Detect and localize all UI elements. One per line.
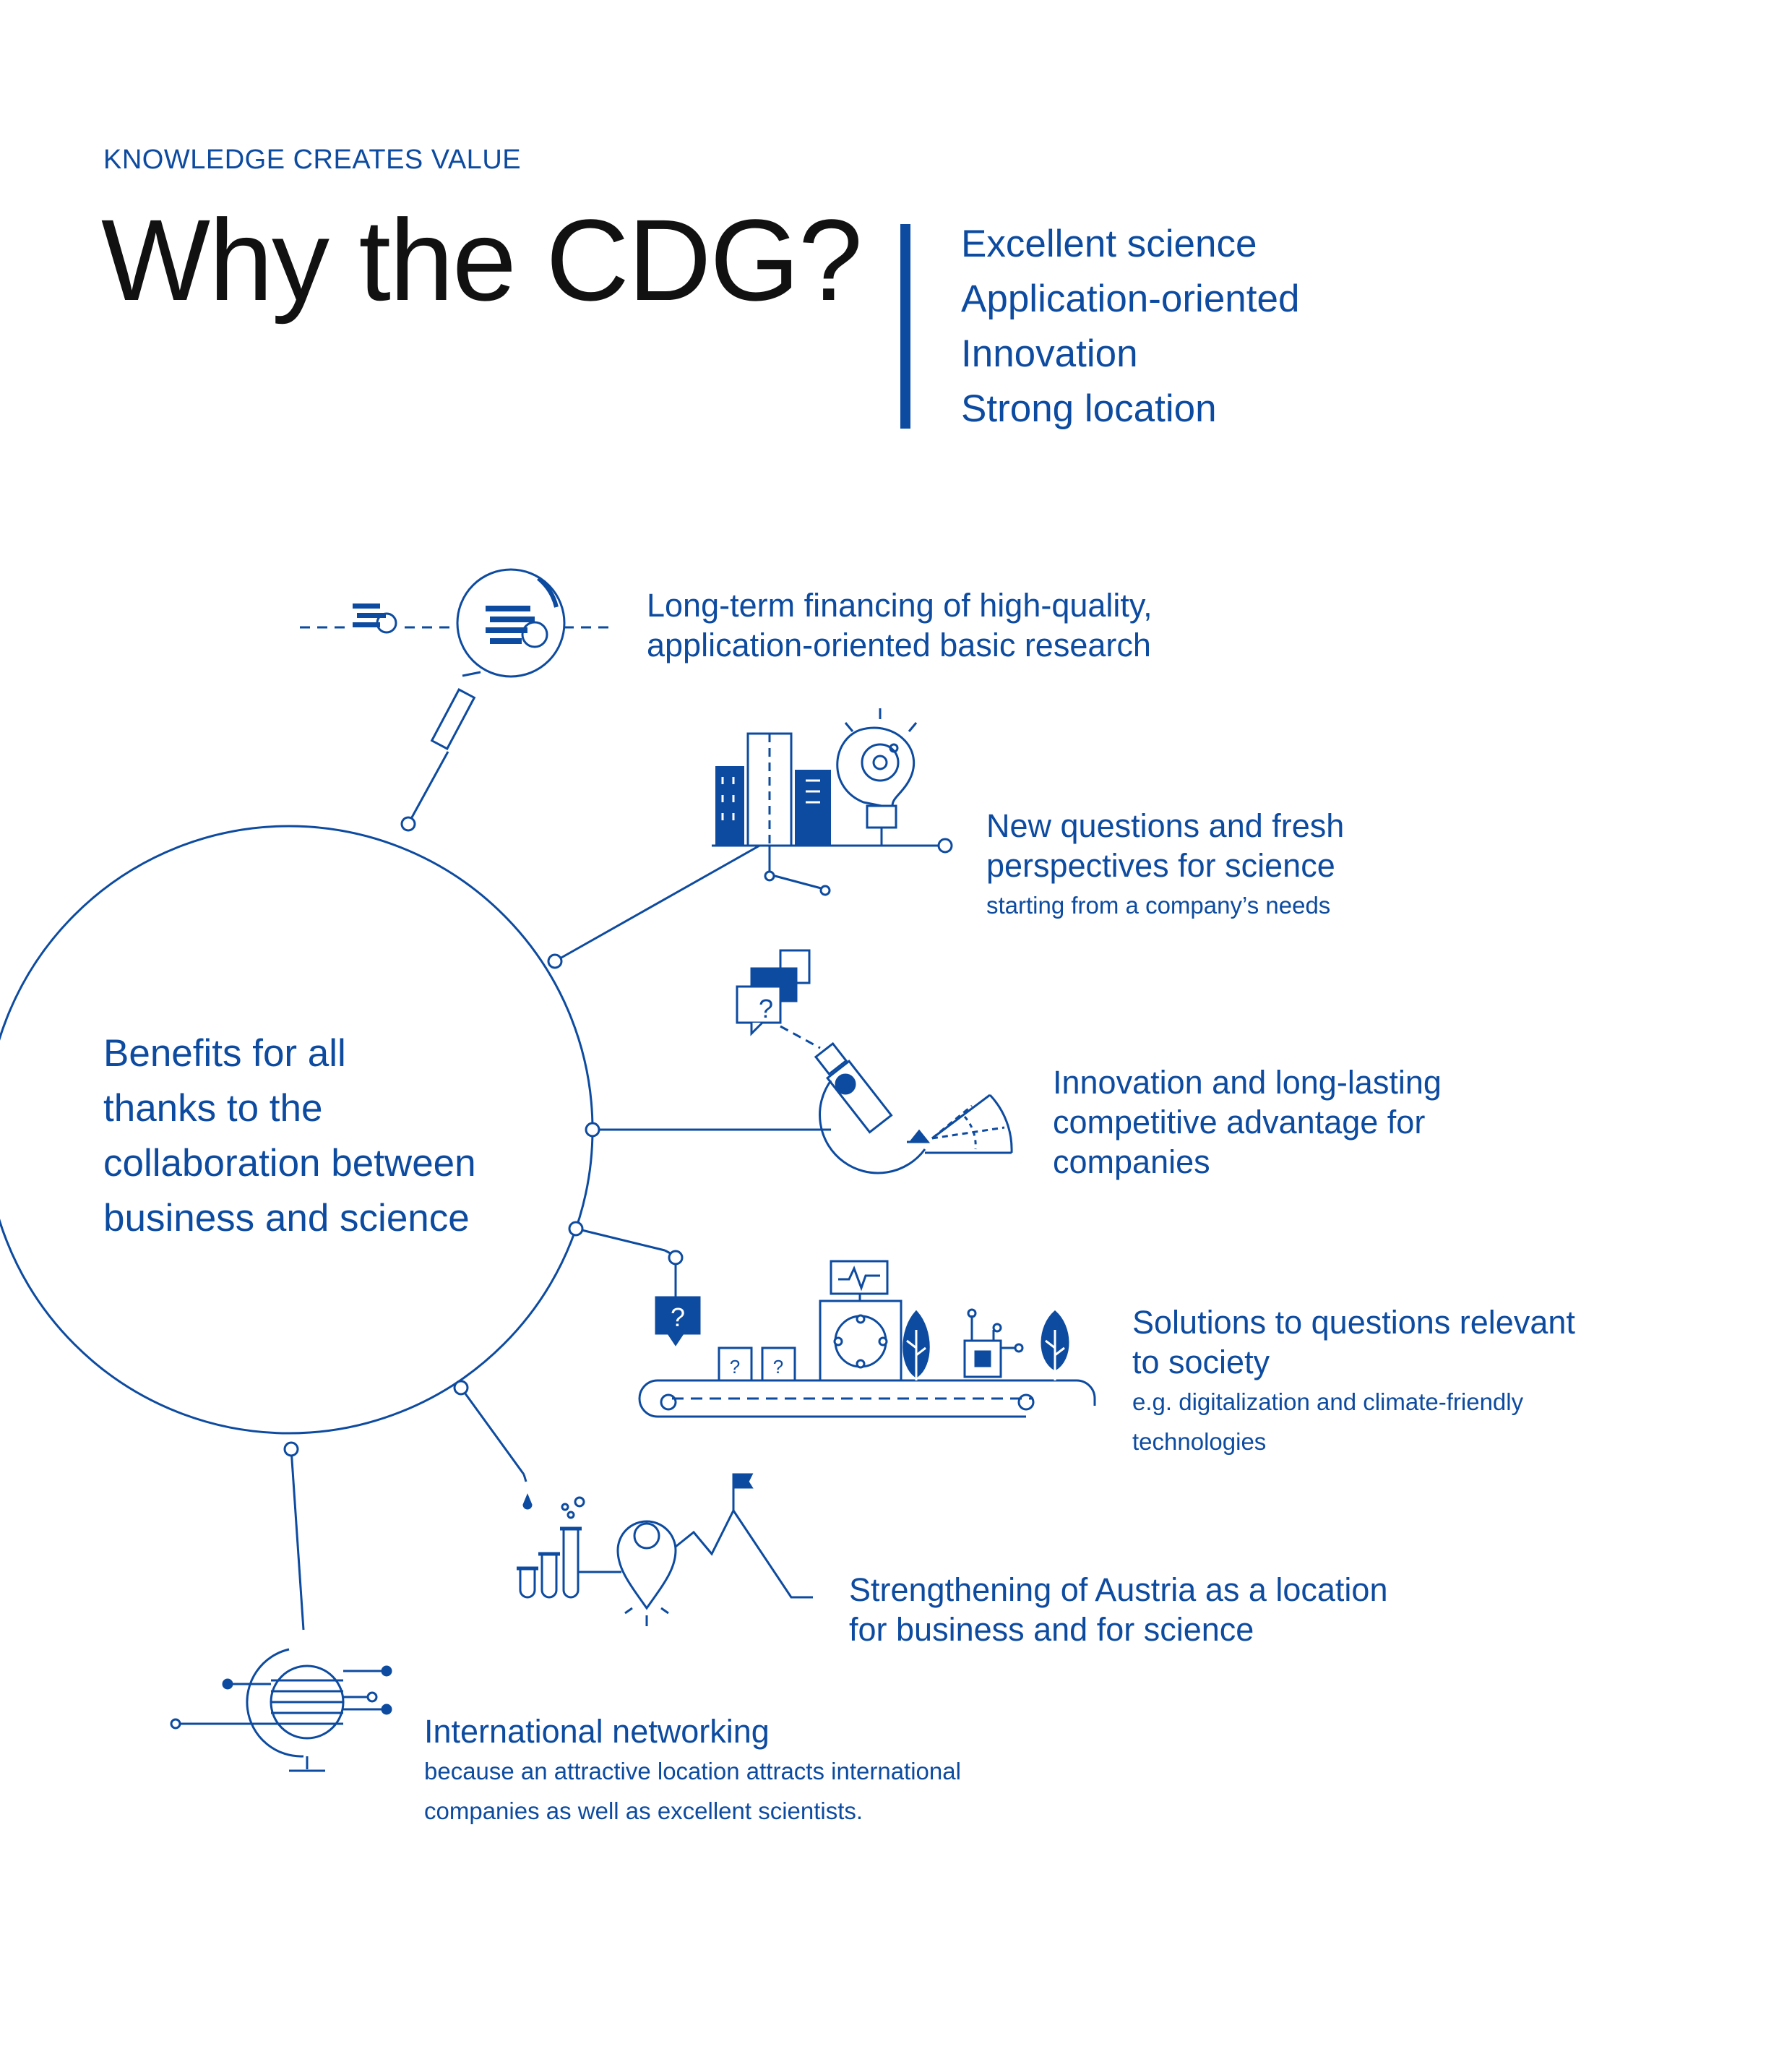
benefit-subline: technologies (1132, 1428, 1267, 1455)
question-mark: ? (773, 1356, 783, 1378)
location-mountain-icon (517, 1473, 813, 1626)
center-line: collaboration between (103, 1142, 476, 1185)
benefit-austria: Strengthening of Austria as a location f… (849, 1570, 1388, 1649)
node (400, 816, 416, 832)
benefit-line: perspectives for science (986, 847, 1335, 884)
benefit-line: for business and for science (849, 1611, 1254, 1648)
question-mark: ? (671, 1302, 685, 1332)
benefit-line: companies (1053, 1143, 1210, 1180)
center-line: business and science (103, 1197, 470, 1240)
page-title: Why the CDG? (101, 195, 863, 325)
benefit-line: to society (1132, 1344, 1270, 1380)
node (568, 1221, 584, 1237)
benefit-line: Long-term financing of high-quality, (647, 587, 1153, 624)
conveyor-icon (638, 1250, 1096, 1418)
benefit-line: Innovation and long-lasting (1053, 1064, 1442, 1101)
magnifier-icon (300, 568, 614, 750)
keywords-list: Excellent science Application-oriented I… (961, 217, 1299, 437)
microscope-icon (736, 949, 1013, 1174)
benefit-subline: companies as well as excellent scientist… (424, 1797, 863, 1824)
center-line: thanks to the (103, 1087, 323, 1130)
benefit-line: International networking (424, 1713, 770, 1750)
benefit-line: application-oriented basic research (647, 627, 1151, 663)
benefit-new-questions: New questions and fresh perspectives for… (986, 806, 1344, 925)
benefit-line: competitive advantage for (1053, 1104, 1426, 1141)
node (585, 1122, 600, 1138)
benefit-line: Solutions to questions relevant (1132, 1304, 1575, 1341)
keyword: Application-oriented (961, 278, 1300, 320)
benefit-financing: Long-term financing of high-quality, app… (647, 585, 1153, 665)
node (283, 1441, 299, 1457)
center-text: Benefits for all thanks to the collabora… (103, 1026, 476, 1246)
center-line: Benefits for all (103, 1032, 346, 1075)
benefit-line: Strengthening of Austria as a location (849, 1571, 1388, 1608)
kicker: KNOWLEDGE CREATES VALUE (103, 145, 522, 175)
benefit-networking: International networking because an attr… (424, 1711, 961, 1831)
benefit-solutions: Solutions to questions relevant to socie… (1132, 1302, 1575, 1461)
question-mark: ? (730, 1356, 740, 1378)
node (547, 953, 563, 969)
benefit-subline: starting from a company’s needs (986, 892, 1331, 919)
benefit-innovation: Innovation and long-lasting competitive … (1053, 1062, 1442, 1182)
node (453, 1380, 469, 1396)
keyword: Excellent science (961, 223, 1257, 265)
globe-icon (170, 1648, 392, 1772)
keyword: Innovation (961, 332, 1138, 375)
keyword: Strong location (961, 387, 1217, 430)
divider-bar (900, 224, 910, 429)
benefit-subline: e.g. digitalization and climate-friendly (1132, 1388, 1524, 1415)
benefit-subline: because an attractive location attracts … (424, 1758, 961, 1784)
question-mark: ? (759, 994, 773, 1023)
benefit-line: New questions and fresh (986, 807, 1345, 844)
city-lightbulb-icon (712, 708, 953, 896)
